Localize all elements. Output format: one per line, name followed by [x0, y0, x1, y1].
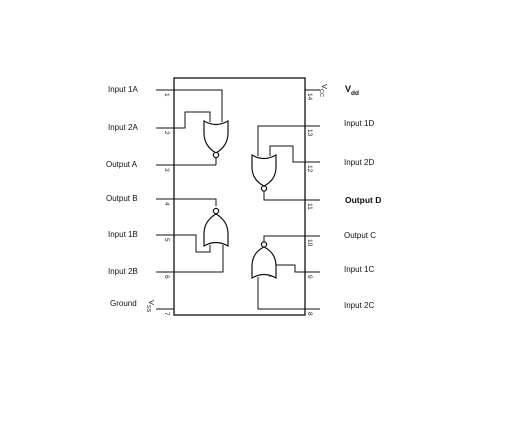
left-pin-lines [156, 89, 174, 310]
pin-label-input-2d: Input 2D [344, 158, 374, 167]
pin-number: 14 [306, 93, 313, 101]
right-pin-numbers: 14 13 12 11 10 9 8 [306, 93, 313, 316]
pin-label-output-c: Output C [344, 231, 376, 240]
vcc-internal-label: VCC [318, 84, 329, 97]
pin-number: 5 [163, 238, 170, 242]
vss-symbol: V [147, 300, 156, 305]
svg-text:VCC: VCC [318, 84, 329, 97]
pin-number: 6 [163, 275, 170, 279]
pin-number: 1 [163, 93, 170, 97]
nor-gate-a [203, 119, 229, 159]
pin-number: 13 [306, 129, 313, 137]
left-pin-numbers: 1 2 3 4 5 6 7 [163, 93, 170, 316]
left-pin-labels: Input 1A Input 2A Output A Output B Inpu… [106, 85, 138, 308]
vcc-subscript: CC [318, 89, 324, 97]
nor-gate-c [251, 241, 277, 280]
pin-number: 11 [306, 203, 313, 210]
pin-label-input-1c: Input 1C [344, 265, 374, 274]
pin-label-input-1b: Input 1B [108, 230, 138, 239]
pin-label-vdd: Vdd [345, 84, 359, 97]
pin-number: 7 [163, 312, 170, 316]
nor-gate-b [203, 207, 229, 248]
vdd-symbol: V [345, 84, 351, 94]
ic-package-body [173, 77, 306, 316]
pin-label-output-d: Output D [345, 195, 381, 205]
pin-number: 10 [306, 239, 313, 247]
nor-gate-d [251, 153, 277, 192]
pin-label-output-b: Output B [106, 194, 138, 203]
right-pin-labels: Vdd Input 1D Input 2D Output D Output C … [344, 84, 381, 310]
pin-number: 4 [163, 202, 170, 206]
vss-internal-label: VSS [145, 300, 156, 313]
gate-a-inversion-bubble [212, 151, 220, 159]
pin-number: 3 [163, 168, 170, 172]
pin-number: 12 [306, 165, 313, 173]
vss-subscript: SS [145, 305, 151, 313]
pin-label-input-1a: Input 1A [108, 85, 138, 94]
internal-wiring [174, 89, 305, 310]
right-pin-lines [305, 89, 320, 310]
pin-number: 2 [163, 131, 170, 135]
pin-label-input-2a: Input 2A [108, 123, 138, 132]
vcc-symbol: V [320, 84, 329, 89]
gate-c-inversion-bubble [260, 241, 268, 248]
pin-label-output-a: Output A [106, 160, 138, 169]
gate-d-inversion-bubble [260, 185, 268, 192]
svg-text:VSS: VSS [145, 300, 156, 313]
pin-label-input-2b: Input 2B [108, 267, 138, 276]
pin-label-input-1d: Input 1D [344, 119, 374, 128]
vdd-subscript: dd [351, 90, 359, 97]
pin-number: 9 [306, 275, 313, 279]
gate-b-inversion-bubble [212, 207, 220, 215]
pin-label-input-2c: Input 2C [344, 301, 374, 310]
pin-number: 8 [306, 312, 313, 316]
pin-label-ground: Ground [110, 299, 137, 308]
